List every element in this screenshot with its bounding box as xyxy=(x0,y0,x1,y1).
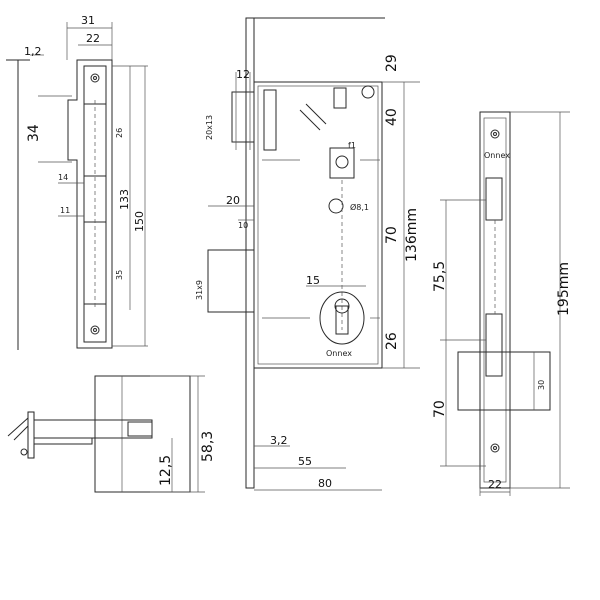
dim-55: 55 xyxy=(298,455,312,468)
dim-40: 40 xyxy=(384,108,400,126)
cylinder-brand: Onnex xyxy=(326,349,352,358)
dim-75-5: 75,5 xyxy=(432,261,448,292)
dim-26: 26 xyxy=(115,128,124,138)
dim-dia-8-1: Ø8,1 xyxy=(350,202,369,212)
dim-12-5: 12,5 xyxy=(158,455,174,486)
dim-31: 31 xyxy=(81,14,95,27)
dim-136mm: 136mm xyxy=(404,208,420,262)
dim-30: 30 xyxy=(537,380,546,390)
faceplate-brand: Onnex xyxy=(484,151,510,160)
dim-70-right: 70 xyxy=(432,400,448,418)
dim-80: 80 xyxy=(318,477,332,490)
dim-70-center: 70 xyxy=(384,226,400,244)
dim-20: 20 xyxy=(226,194,240,207)
dim-31x9: 31x9 xyxy=(195,280,204,300)
dim-22-right: 22 xyxy=(488,478,502,491)
dim-1-2: 1,2 xyxy=(24,45,42,58)
dim-f1: f1 xyxy=(348,141,356,150)
dim-14: 14 xyxy=(58,173,68,182)
dim-22: 22 xyxy=(86,32,100,45)
dim-26-center: 26 xyxy=(384,332,400,350)
front-plate-view: 1,2 34 31 22 26 133 150 35 1 xyxy=(6,14,148,350)
dim-20x13: 20x13 xyxy=(205,115,214,140)
dim-133: 133 xyxy=(118,189,131,210)
dim-11: 11 xyxy=(60,206,70,215)
dim-15: 15 xyxy=(306,274,320,287)
dim-150: 150 xyxy=(133,211,146,232)
lock-body-view: 29 40 70 26 136mm 12 20x13 20 10 31x9 Ø8… xyxy=(195,17,420,491)
dim-3-2: 3,2 xyxy=(270,434,288,447)
dim-29: 29 xyxy=(384,54,400,72)
dim-195mm: 195mm xyxy=(556,262,572,316)
dim-10: 10 xyxy=(238,221,248,230)
dim-35: 35 xyxy=(115,270,124,280)
faceplate-view: Onnex 30 195mm 75,5 70 22 xyxy=(432,111,572,496)
dim-58-3: 58,3 xyxy=(200,431,216,462)
side-section-view: 58,3 12,5 xyxy=(7,375,216,493)
dim-12: 12 xyxy=(236,68,250,81)
dim-34: 34 xyxy=(26,124,42,142)
